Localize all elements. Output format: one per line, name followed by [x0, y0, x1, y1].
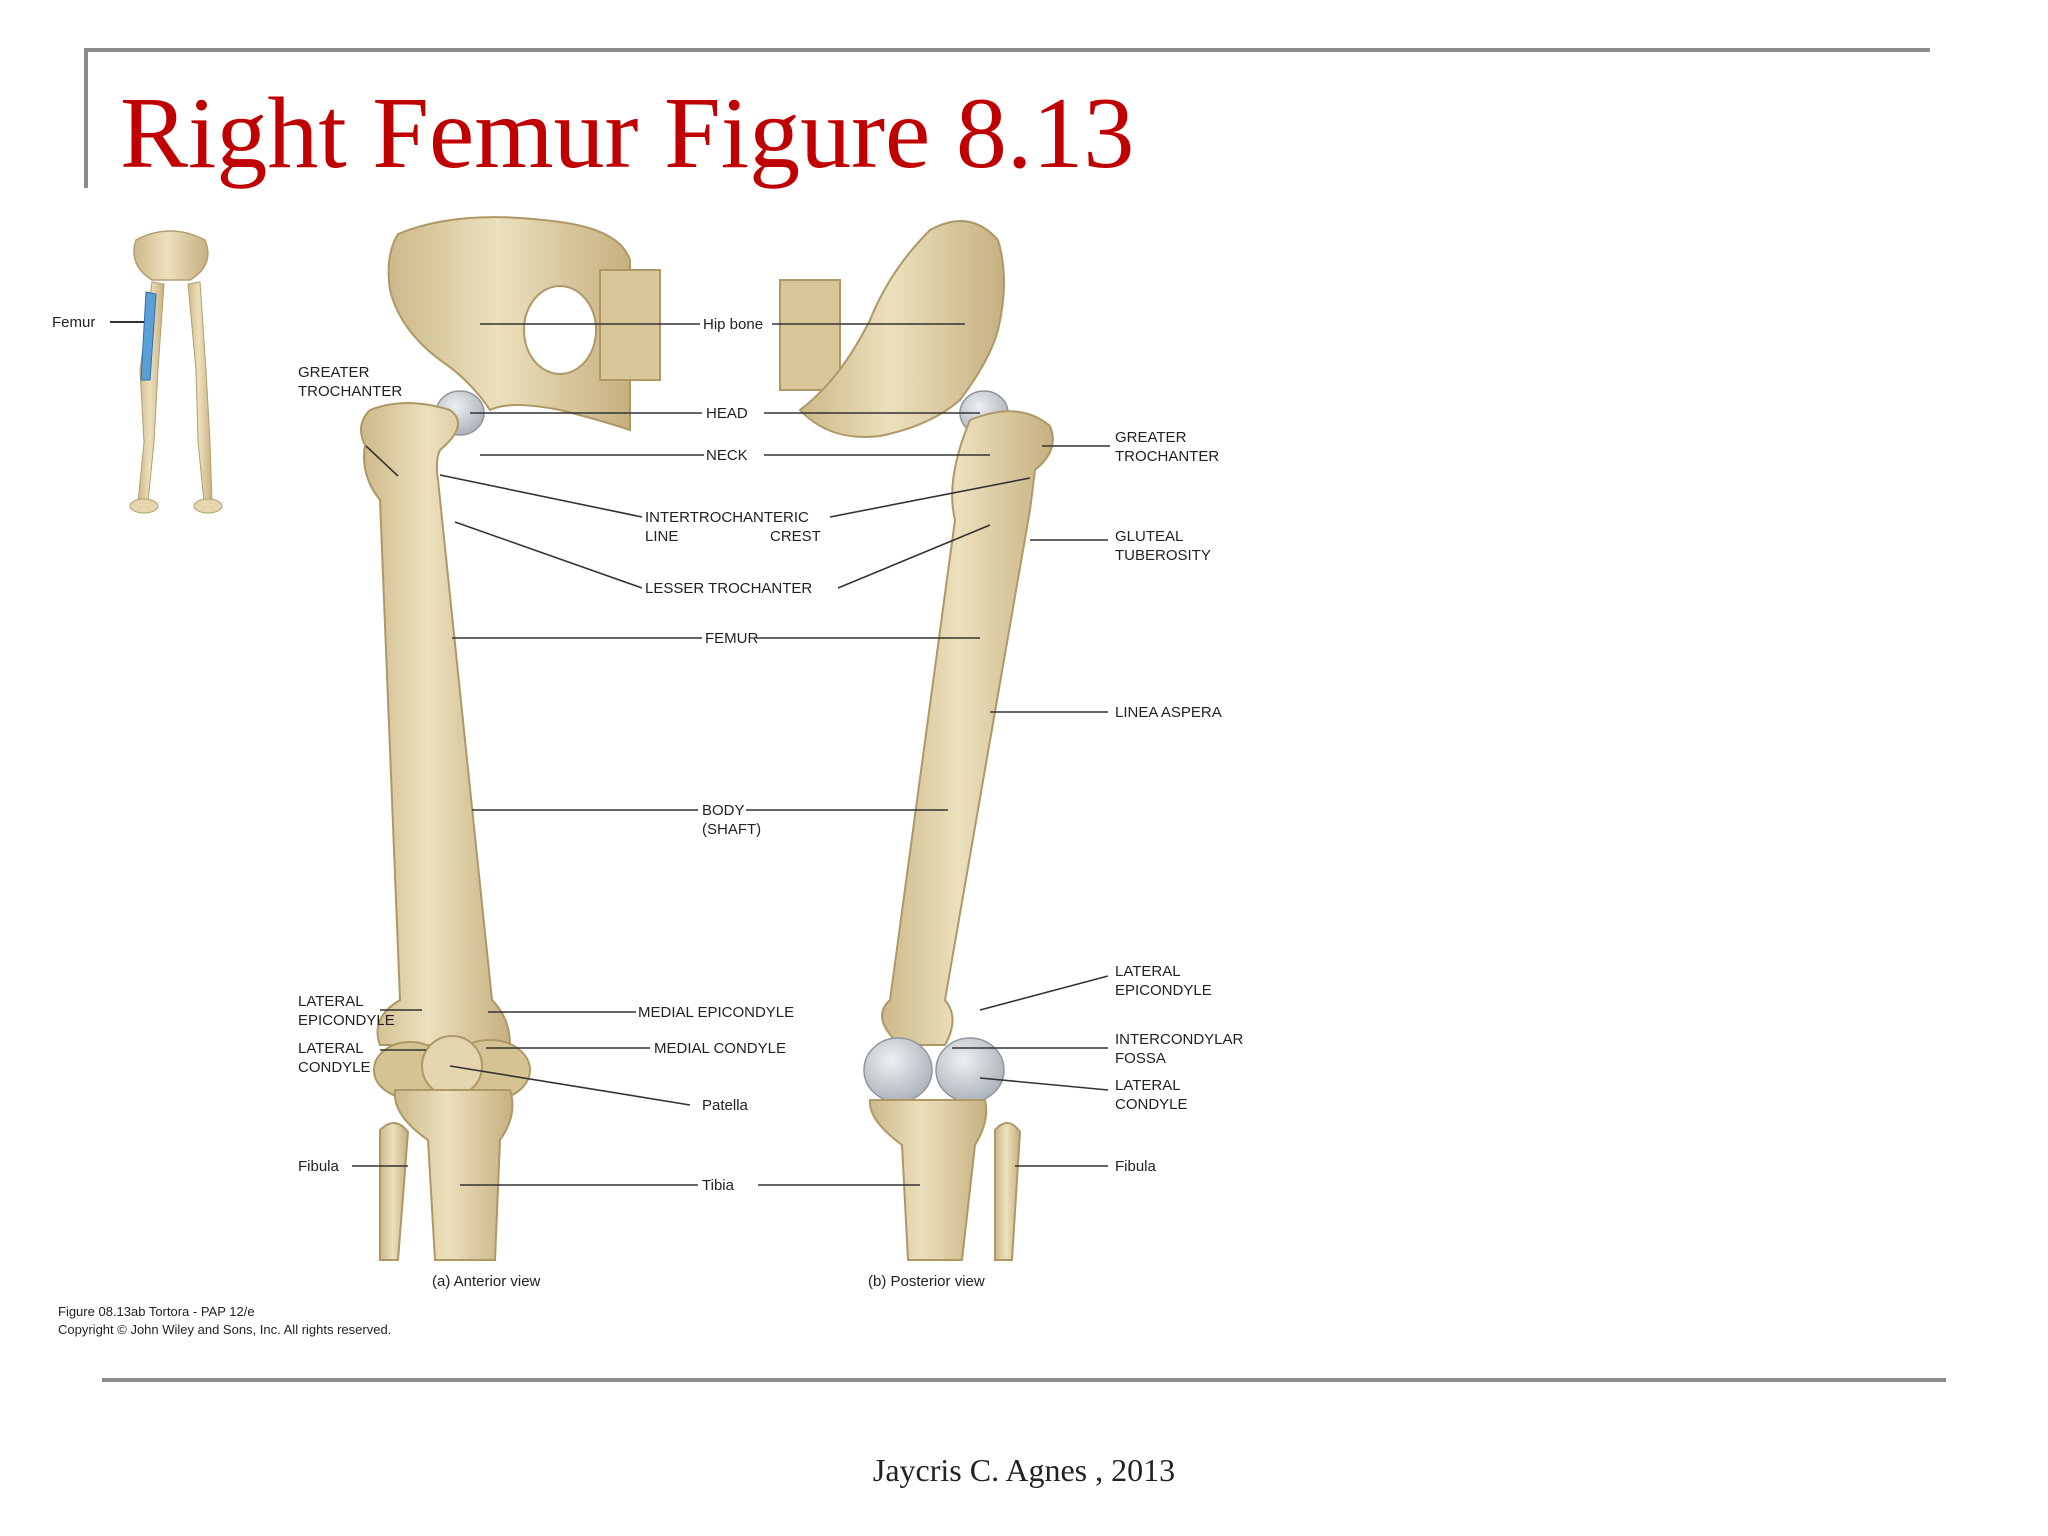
label-right-intercondylar-1: INTERCONDYLAR: [1115, 1031, 1244, 1048]
label-right-lateral-condyle-2: CONDYLE: [1115, 1096, 1188, 1113]
anterior-view: [360, 216, 661, 1261]
posterior-view: [779, 220, 1054, 1261]
label-medial-condyle: MEDIAL CONDYLE: [654, 1040, 786, 1057]
label-right-greater-trochanter-1: GREATER: [1115, 429, 1187, 446]
slide-title: Right Femur Figure 8.13: [120, 77, 1135, 190]
posterior-tibia: [868, 1099, 988, 1261]
label-tibia: Tibia: [702, 1177, 735, 1194]
posterior-caption: (b) Posterior view: [868, 1273, 985, 1290]
label-line: LINE: [645, 528, 678, 545]
figure-credit-2: Copyright © John Wiley and Sons, Inc. Al…: [58, 1322, 391, 1337]
label-patella: Patella: [702, 1097, 749, 1114]
left-rule: [84, 48, 88, 188]
label-femur: FEMUR: [705, 630, 758, 647]
anterior-femur: [360, 402, 512, 1046]
posterior-femur: [881, 410, 1054, 1046]
posterior-medial-condyle: [863, 1037, 933, 1103]
bottom-rule: [102, 1378, 1946, 1382]
label-right-greater-trochanter-2: TROCHANTER: [1115, 448, 1219, 465]
label-right-linea-aspera: LINEA ASPERA: [1115, 704, 1222, 721]
label-left-lateral-epicondyle-1: LATERAL: [298, 993, 364, 1010]
anterior-caption: (a) Anterior view: [432, 1273, 541, 1290]
label-left-greater-trochanter-2: TROCHANTER: [298, 383, 402, 400]
label-hip-bone: Hip bone: [703, 316, 763, 333]
label-right-gluteal-1: GLUTEAL: [1115, 528, 1183, 545]
label-shaft: (SHAFT): [702, 821, 761, 838]
label-neck: NECK: [706, 447, 748, 464]
label-right-lateral-epicondyle-2: EPICONDYLE: [1115, 982, 1212, 999]
anterior-sacrum: [599, 269, 661, 381]
slide-footer: Jaycris C. Agnes , 2013: [872, 1452, 1176, 1488]
label-right-intercondylar-2: FOSSA: [1115, 1050, 1166, 1067]
center-labels: Hip bone HEAD NECK INTERTROCHANTERIC LIN…: [638, 316, 821, 1194]
label-right-lateral-epicondyle-1: LATERAL: [1115, 963, 1181, 980]
top-rule: [84, 48, 1930, 52]
label-medial-epicondyle: MEDIAL EPICONDYLE: [638, 1004, 794, 1021]
posterior-sacrum: [779, 279, 841, 391]
inset-femur-label: Femur: [52, 314, 95, 331]
label-right-gluteal-2: TUBEROSITY: [1115, 547, 1211, 564]
label-left-lateral-condyle-1: LATERAL: [298, 1040, 364, 1057]
left-labels: GREATER TROCHANTER LATERAL EPICONDYLE LA…: [298, 364, 402, 1175]
inset-skeleton: Femur: [52, 230, 223, 514]
posterior-hip-bone: [798, 220, 1005, 438]
leader-lines: [352, 323, 1110, 1186]
label-right-fibula: Fibula: [1115, 1158, 1157, 1175]
right-labels: GREATER TROCHANTER GLUTEAL TUBEROSITY LI…: [1115, 429, 1244, 1175]
label-right-lateral-condyle-1: LATERAL: [1115, 1077, 1181, 1094]
label-body: BODY: [702, 802, 745, 819]
anterior-tibia: [393, 1089, 514, 1261]
femur-figure: Femur: [52, 216, 1244, 1337]
label-lesser-trochanter: LESSER TROCHANTER: [645, 580, 812, 597]
label-left-fibula: Fibula: [298, 1158, 340, 1175]
anterior-fibula: [379, 1122, 410, 1261]
label-left-lateral-condyle-2: CONDYLE: [298, 1059, 371, 1076]
label-left-greater-trochanter-1: GREATER: [298, 364, 370, 381]
posterior-fibula: [994, 1122, 1022, 1261]
label-head: HEAD: [706, 405, 748, 422]
label-intertrochanteric: INTERTROCHANTERIC: [645, 509, 809, 526]
figure-credit-1: Figure 08.13ab Tortora - PAP 12/e: [58, 1304, 255, 1319]
label-left-lateral-epicondyle-2: EPICONDYLE: [298, 1012, 395, 1029]
label-crest: CREST: [770, 528, 821, 545]
